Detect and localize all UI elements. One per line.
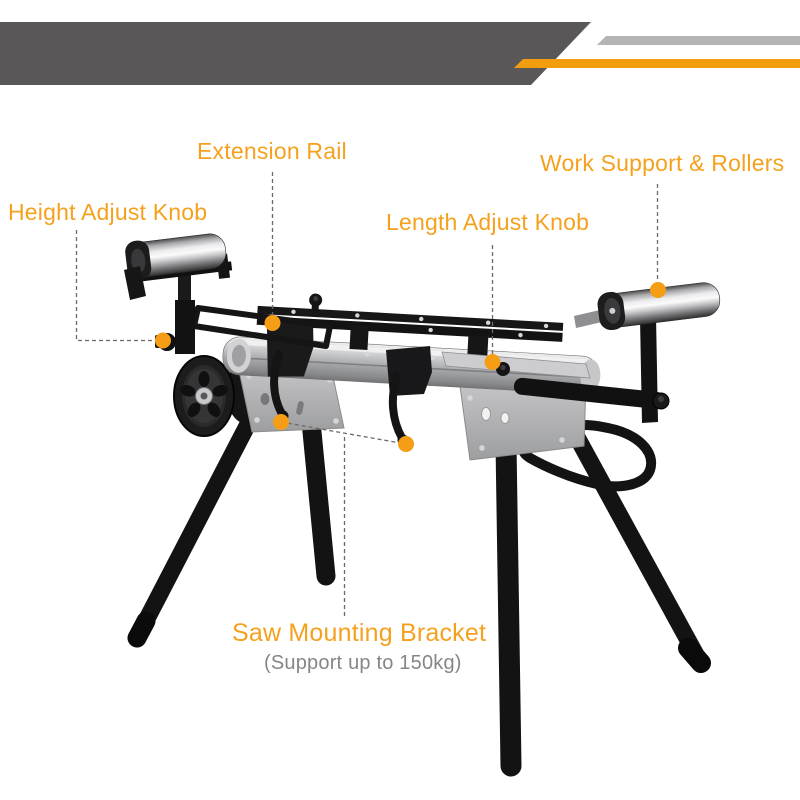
work-support-dot [650, 282, 666, 298]
front-left-foot [127, 611, 156, 648]
left-extension-frame [191, 305, 333, 349]
callout-connectors [75, 172, 659, 618]
rear-right-foot [678, 638, 711, 673]
banner-gray-stripe [597, 36, 800, 45]
banner-dark-shape [0, 22, 591, 85]
label-height-adjust-knob: Height Adjust Knob [8, 199, 208, 225]
rail-knob [309, 293, 323, 312]
height-adjust-connector [75, 230, 154, 342]
rear-right-leg [563, 419, 709, 671]
front-left-leg [128, 415, 257, 647]
saw-stand-product [124, 233, 721, 777]
front-wheel [173, 355, 235, 437]
arm-end-knob [652, 392, 670, 410]
saw-bracket-left-dot [273, 414, 289, 430]
left-leg-plate [237, 365, 345, 433]
label-work-support-rollers: Work Support & Rollers [540, 150, 785, 176]
right-roller-post [640, 316, 658, 423]
stand-legs [127, 360, 711, 777]
label-length-adjust-knob: Length Adjust Knob [386, 209, 590, 235]
extension-rail-dot [264, 315, 281, 331]
right-clamp-lever [388, 372, 406, 442]
banner-orange-stripe [514, 59, 800, 68]
left-roller-hook [124, 266, 146, 300]
carry-handle [518, 419, 657, 492]
right-extension-arm [513, 377, 666, 410]
extension-rail-bars [256, 305, 564, 363]
label-extension-rail: Extension Rail [197, 138, 347, 164]
left-clamp-lever [270, 350, 286, 418]
left-roller-post [175, 264, 195, 354]
saw-bracket-diagonal-connector [280, 421, 407, 445]
right-roller [597, 282, 721, 331]
label-support-capacity: (Support up to 150kg) [264, 652, 462, 674]
quick-release-levers [270, 350, 406, 442]
front-right-leg [495, 433, 522, 777]
length-adjust-dot [484, 354, 501, 370]
height-adjust-dot [155, 332, 171, 349]
label-saw-mounting-bracket: Saw Mounting Bracket [232, 619, 487, 647]
saw-bracket-right-dot [398, 436, 414, 452]
callout-dots [155, 282, 666, 452]
decorative-banner [0, 22, 800, 85]
right-roller-tab [574, 310, 602, 328]
